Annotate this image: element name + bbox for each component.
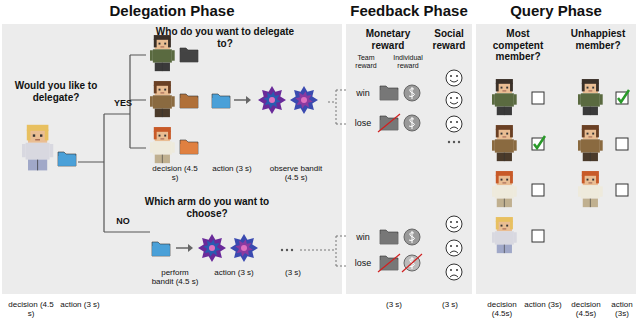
avatar	[150, 127, 175, 163]
label: Social reward	[426, 28, 472, 51]
label: Most competent member?	[480, 28, 556, 63]
coin-icon	[402, 254, 422, 272]
bandit-icon	[258, 86, 286, 114]
phase-band: Query Phase	[476, 0, 636, 20]
query-panel	[476, 24, 636, 294]
label: Unhappiest member?	[560, 28, 636, 51]
smiley-icon	[446, 264, 462, 280]
cross-line	[378, 114, 400, 132]
avatar	[492, 171, 517, 207]
folder-icon	[380, 230, 398, 244]
label: lose	[350, 258, 376, 268]
phase-band: Delegation Phase	[2, 0, 342, 20]
phase-title: Delegation Phase	[2, 0, 342, 20]
phase-band: Feedback Phase	[346, 0, 472, 20]
feedback-panel	[346, 24, 472, 294]
label: Which arm do you want to choose?	[132, 196, 282, 219]
label: win	[350, 88, 376, 98]
label: action (3 s)	[60, 300, 100, 309]
check-mark	[618, 90, 629, 102]
label: action (3 s)	[212, 164, 252, 173]
label: (3 s)	[430, 300, 470, 309]
label: decision (4.5 s)	[150, 164, 200, 182]
folder-icon	[58, 152, 76, 166]
avatar	[578, 79, 603, 115]
folder-icon	[380, 86, 398, 100]
label: Who do you want to delegate to?	[150, 26, 300, 49]
avatar	[150, 81, 175, 117]
smiley-icon	[446, 70, 462, 86]
smiley-icon	[446, 240, 462, 256]
label: win	[350, 232, 376, 242]
label: decision (4.5 s)	[6, 300, 56, 318]
checkbox	[532, 230, 544, 242]
bandit-icon	[290, 86, 318, 114]
checkbox	[616, 184, 628, 196]
ellipsis-dot	[286, 249, 288, 251]
ellipsis-dot	[291, 249, 293, 251]
check-mark	[534, 136, 545, 148]
smiley-icon	[446, 92, 462, 108]
label: (3 s)	[374, 300, 414, 309]
folder-icon	[180, 48, 198, 62]
avatar	[492, 125, 517, 161]
label: action (3 s)	[214, 268, 254, 277]
folder-icon	[152, 242, 170, 256]
label: observe bandit (4.5 s)	[268, 164, 324, 182]
label: Would you like to delegate?	[10, 80, 102, 103]
coin-icon	[404, 115, 420, 131]
label: YES	[108, 98, 138, 108]
folder-icon	[212, 94, 230, 108]
ellipsis-dot	[281, 249, 283, 251]
label: NO	[108, 216, 138, 226]
phase-title: Feedback Phase	[346, 0, 472, 20]
folder-icon	[180, 140, 198, 154]
folder-icon	[180, 94, 198, 108]
arrow-head	[246, 96, 251, 104]
ellipsis-dot	[458, 141, 460, 143]
label: action (3s)	[524, 300, 562, 309]
arrow-line	[176, 247, 188, 249]
delegation-panel	[2, 24, 342, 294]
avatar	[22, 125, 53, 171]
checkbox	[532, 92, 544, 104]
label: decision (4.5s)	[478, 300, 526, 318]
label: perform bandit (4.5 s)	[150, 268, 200, 286]
ellipsis-dot	[448, 141, 450, 143]
coin-icon	[404, 85, 420, 101]
label: Team reward	[348, 54, 384, 70]
label: Monetary reward	[350, 28, 426, 51]
arrow-head	[188, 244, 193, 252]
checkbox	[532, 184, 544, 196]
bandit-icon	[198, 234, 226, 262]
avatar	[578, 125, 603, 161]
avatar	[492, 79, 517, 115]
smiley-icon	[446, 216, 462, 232]
label: action (3s)	[606, 300, 638, 318]
checkbox	[616, 138, 628, 150]
label: (3 s)	[276, 268, 310, 277]
label: lose	[350, 118, 376, 128]
arrow-line	[234, 99, 246, 101]
label: Individual reward	[386, 54, 430, 70]
ellipsis-dot	[453, 141, 455, 143]
phase-title: Query Phase	[476, 0, 636, 20]
avatar	[150, 35, 175, 71]
smiley-icon	[446, 116, 462, 132]
bandit-icon	[230, 234, 258, 262]
label: decision (4.5s)	[562, 300, 610, 318]
avatar	[578, 171, 603, 207]
cross-line	[378, 254, 400, 272]
avatar	[492, 217, 517, 253]
coin-icon	[404, 229, 420, 245]
